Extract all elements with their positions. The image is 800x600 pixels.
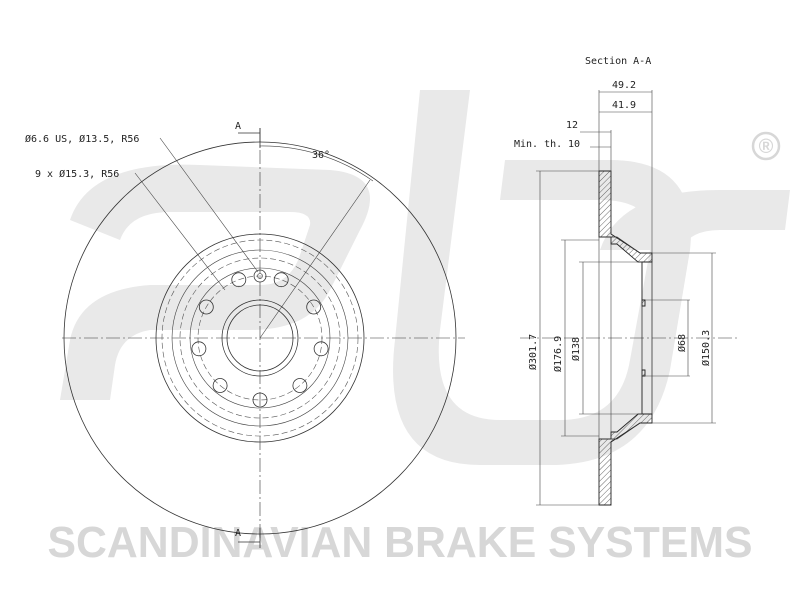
bolt-hole — [313, 341, 329, 357]
bolt-hole — [292, 378, 308, 393]
center-bore-outer — [221, 299, 299, 377]
dim-min-thickness: 10 — [568, 139, 580, 150]
bolt-hole — [198, 299, 214, 315]
small-hole — [253, 269, 267, 283]
bolt-circle — [197, 275, 323, 401]
watermark-text: SCANDINAVIAN BRAKE SYSTEMS — [48, 518, 753, 567]
registered-mark: ® — [759, 136, 774, 158]
registered-mark-ring — [751, 131, 781, 161]
bolt-hole — [306, 299, 322, 315]
dim-total-height: 49.2 — [612, 80, 636, 91]
dim-hat-height: 41.9 — [612, 100, 636, 111]
callout-leader-small-holes — [159, 137, 259, 273]
dim-bolt-face-diameter: Ø150.3 — [700, 330, 712, 366]
dim-min-thickness-label: Min. th. — [514, 139, 562, 150]
bolt-holes — [191, 272, 329, 408]
angle-label: 36° — [312, 150, 330, 161]
bolt-hole — [273, 272, 289, 288]
callout-leader-bolt-holes — [134, 172, 226, 291]
small-hole-thread — [257, 273, 263, 279]
hat-edge — [171, 249, 349, 427]
section-marker-top: A — [235, 121, 241, 132]
dim-center-bore: Ø68 — [676, 334, 688, 352]
bolt-hole — [212, 378, 228, 393]
bolt-face-edge — [189, 267, 331, 409]
dim-hat-outer-diameter: Ø176.9 — [552, 336, 564, 372]
dim-hat-inner-diameter: Ø138 — [570, 337, 582, 361]
section-title: Section A-A — [585, 56, 651, 67]
brand-watermark: SCANDINAVIAN BRAKE SYSTEMS ® — [48, 90, 790, 567]
section-view: Section A-A 49.2 41.9 12 Min. th. 10 Ø30… — [514, 56, 740, 506]
bolt-hole — [191, 341, 207, 357]
hat-outer-hidden-edge — [161, 239, 359, 437]
angle-ray — [259, 179, 371, 339]
center-bore-inner — [226, 304, 294, 372]
hat-inner-hidden-edge — [179, 257, 341, 419]
callout-small-holes: Ø6.6 US, Ø13.5, R56 — [25, 133, 139, 145]
small-holes — [253, 269, 267, 283]
watermark-logo-shape — [60, 90, 790, 465]
dim-thickness: 12 — [566, 120, 578, 131]
friction-ring-inner-edge — [155, 233, 365, 443]
hat-outline — [599, 236, 641, 440]
dim-outer-diameter: Ø301.7 — [527, 334, 539, 370]
callout-bolt-holes: 9 x Ø15.3, R56 — [35, 168, 119, 180]
section-marker-bottom: A — [235, 528, 241, 539]
front-view: A A 36° Ø6.6 US, Ø13.5, R56 9 x Ø15.3, R… — [25, 121, 465, 548]
bolt-hole — [252, 392, 268, 408]
bolt-hole — [231, 272, 247, 288]
